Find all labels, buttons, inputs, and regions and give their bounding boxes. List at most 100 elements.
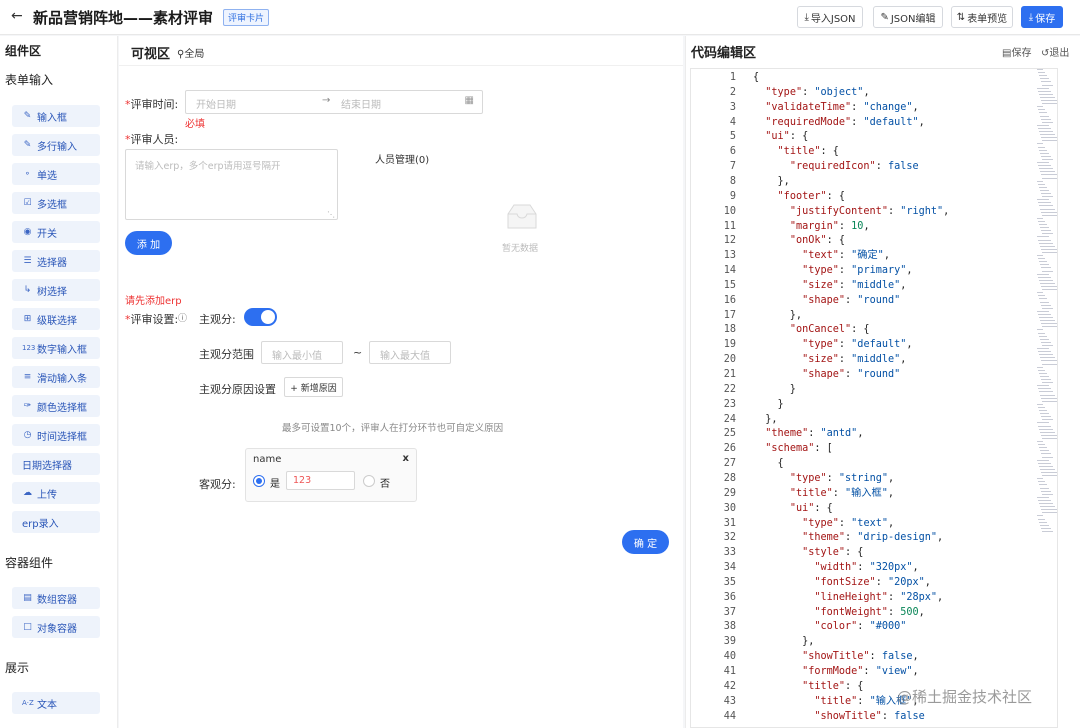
component-label: erp录入	[22, 518, 59, 530]
minimap-line	[1038, 109, 1045, 111]
objective-option-card: name x 是 123 否	[245, 448, 417, 502]
component-textarea[interactable]: ✎多行输入	[12, 134, 100, 156]
minimap-line	[1042, 84, 1053, 86]
editor-exit-button[interactable]: ↺退出	[1041, 44, 1069, 59]
editor-save-label: 保存	[1011, 48, 1032, 59]
line-number: 39	[723, 636, 736, 648]
component-upload[interactable]: ☁上传	[12, 482, 100, 504]
line-number: 42	[723, 680, 736, 692]
code-text: }	[753, 398, 784, 410]
minimap-line	[1042, 400, 1057, 402]
component-slider[interactable]: ≡滑动输入条	[12, 366, 100, 388]
subjective-switch[interactable]	[244, 308, 277, 326]
code-line: 24 },	[691, 412, 1041, 427]
editor-save-button[interactable]: ▤保存	[1002, 44, 1031, 59]
component-select[interactable]: ☰选择器	[12, 250, 100, 272]
minimap-line	[1039, 93, 1053, 95]
component-label: 开关	[37, 228, 57, 240]
minimap-line	[1041, 286, 1057, 287]
top-bar: ← 新品营销阵地——素材评审 评审卡片 ⤓导入JSON ✎JSON编辑 ⇅表单预…	[0, 0, 1080, 35]
minimap-line	[1040, 245, 1055, 247]
line-number: 7	[729, 161, 736, 173]
component-array-container[interactable]: ▤数组容器	[12, 587, 100, 609]
yes-value-input[interactable]: 123	[286, 471, 355, 490]
code-text: "lineHeight": "28px",	[814, 591, 944, 603]
code-line: 32 "theme": "drip-design",	[691, 530, 1041, 545]
code-minimap[interactable]	[1037, 69, 1057, 549]
component-input[interactable]: ✎输入框	[12, 105, 100, 127]
code-text: "theme": "antd",	[765, 428, 864, 440]
minimap-line	[1038, 313, 1051, 315]
component-checkbox[interactable]: ☑多选框	[12, 192, 100, 214]
component-object-container[interactable]: □对象容器	[12, 616, 100, 638]
line-number: 12	[723, 235, 736, 247]
component-label: 单选	[37, 170, 57, 182]
minimap-line	[1039, 391, 1053, 393]
component-color-picker[interactable]: ✑颜色选择框	[12, 395, 100, 417]
arrow-left-icon[interactable]: ←	[11, 8, 23, 24]
radio-yes[interactable]	[253, 475, 265, 487]
minimap-line	[1038, 220, 1045, 222]
component-label: 滑动输入条	[37, 373, 87, 385]
code-text: "onCancel": {	[789, 324, 870, 336]
add-reason-button[interactable]: + 新增原因	[284, 377, 343, 397]
component-date-picker[interactable]: 日期选择器	[12, 453, 100, 475]
json-edit-button[interactable]: ✎JSON编辑	[873, 6, 943, 28]
close-icon[interactable]: x	[402, 453, 409, 464]
minimap-line	[1038, 332, 1045, 334]
end-date-input[interactable]: 结束日期	[341, 100, 381, 111]
reviewer-textarea[interactable]: 请输入erp，多个erp请用逗号隔开 ⋱	[125, 149, 338, 220]
date-range-picker[interactable]: 开始日期 → 结束日期 ▦	[185, 90, 483, 114]
code-line: 13 "text": "确定",	[691, 248, 1041, 263]
minimap-line	[1039, 242, 1053, 244]
minimap-line	[1039, 224, 1047, 225]
minimap-line	[1042, 493, 1053, 495]
code-line: 34 "width": "320px",	[691, 560, 1041, 575]
code-text: "fontWeight": 500,	[814, 606, 925, 618]
scope-selector[interactable]: ⚲全局	[177, 45, 204, 60]
minimap-line	[1037, 515, 1043, 517]
minimap-line	[1041, 323, 1057, 325]
tree-icon: ↳	[23, 285, 32, 295]
component-tree-select[interactable]: ↳树选择	[12, 279, 100, 301]
code-editor[interactable]: 1{2 "type": "object",3 "validateTime": "…	[690, 68, 1058, 728]
line-number: 11	[723, 220, 736, 232]
start-date-input[interactable]: 开始日期	[196, 100, 236, 111]
code-line: 14 "type": "primary",	[691, 263, 1041, 278]
component-time-picker[interactable]: ◷时间选择框	[12, 424, 100, 446]
component-label: 时间选择框	[37, 431, 87, 443]
code-text: {	[753, 72, 760, 83]
component-cascader[interactable]: ⊞级联选择	[12, 308, 100, 330]
component-erp-input[interactable]: erp录入	[12, 511, 100, 533]
form-preview-button[interactable]: ⇅表单预览	[951, 6, 1013, 28]
component-switch[interactable]: ◉开关	[12, 221, 100, 243]
component-label: 数组容器	[37, 594, 77, 606]
code-text: "onOk": {	[789, 235, 846, 247]
code-text: "size": "middle",	[802, 279, 907, 291]
minimap-line	[1041, 267, 1051, 269]
component-panel: 组件区 表单输入 ✎输入框 ✎多行输入 ∘单选 ☑多选框 ◉开关 ☰选择器 ↳树…	[0, 36, 118, 728]
min-value-input[interactable]: 输入最小值	[261, 341, 343, 364]
save-button[interactable]: ⤓保存	[1021, 6, 1063, 28]
component-panel-title: 组件区	[5, 44, 42, 58]
minimap-line	[1041, 155, 1051, 157]
line-number: 9	[729, 190, 736, 202]
save-label: 保存	[1035, 13, 1056, 25]
component-radio[interactable]: ∘单选	[12, 163, 100, 185]
code-line: 2 "type": "object",	[691, 85, 1041, 100]
line-number: 34	[723, 562, 736, 574]
resize-handle-icon[interactable]: ⋱	[327, 210, 335, 219]
minimap-line	[1038, 72, 1045, 74]
add-reviewer-button[interactable]: 添 加	[125, 231, 172, 255]
minimap-line	[1041, 304, 1051, 306]
minimap-line	[1038, 351, 1051, 353]
code-text: "validateTime": "change",	[765, 101, 919, 113]
max-value-input[interactable]: 输入最大值	[369, 341, 451, 364]
import-json-button[interactable]: ⤓导入JSON	[797, 6, 863, 28]
minimap-line	[1037, 310, 1049, 312]
confirm-button[interactable]: 确 定	[622, 530, 669, 554]
help-icon[interactable]: ⓘ	[178, 314, 188, 324]
radio-no[interactable]	[363, 475, 375, 487]
